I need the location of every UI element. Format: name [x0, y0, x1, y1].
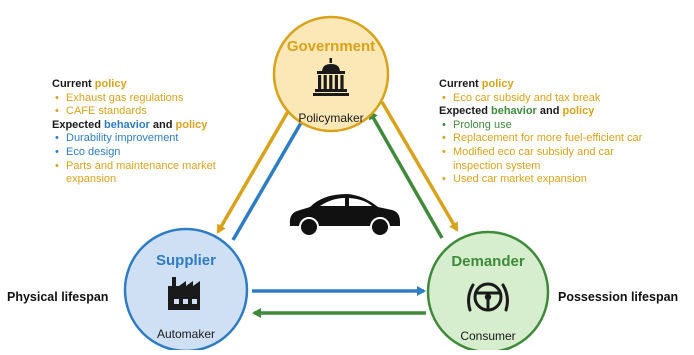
- right-policy-block: Current policy Eco car subsidy and tax b…: [439, 78, 642, 187]
- node-demander-title: Demander: [451, 253, 525, 270]
- left-expected-heading: Expected behavior and policy: [52, 118, 208, 131]
- node-demander-subtitle: Consumer: [460, 329, 515, 343]
- node-supplier-title: Supplier: [156, 252, 216, 269]
- government-building-icon: [313, 58, 349, 96]
- node-government-subtitle: Policymaker: [298, 111, 363, 125]
- list-item: Eco design: [52, 146, 216, 160]
- right-current-policy-list: Eco car subsidy and tax break: [439, 92, 642, 106]
- list-item: Used car market expansion: [439, 173, 642, 187]
- node-government: Government Policymaker: [272, 15, 390, 133]
- right-expected-heading: Expected behavior and policy: [439, 105, 595, 118]
- possession-lifespan-label: Possession lifespan: [558, 290, 679, 304]
- steering-wheel-icon: [467, 282, 509, 312]
- list-item: Prolong use: [439, 119, 642, 133]
- right-expected-list: Prolong use Replacement for more fuel-ef…: [439, 119, 642, 187]
- arrow-government-to-demander: [380, 101, 459, 232]
- physical-lifespan-label: Physical lifespan: [7, 290, 109, 304]
- node-demander: Demander Consumer: [426, 230, 550, 354]
- arrow-demander-to-government: [368, 110, 444, 239]
- right-current-policy-heading: Current policy: [439, 78, 514, 90]
- left-policy-block: Current policy Exhaust gas regulations C…: [52, 78, 216, 187]
- left-current-policy-heading: Current policy: [52, 78, 127, 90]
- arrow-supplier-to-government: [231, 114, 307, 241]
- list-item: Replacement for more fuel-efficient car: [439, 132, 642, 146]
- list-item: CAFE standards: [52, 105, 216, 119]
- arrow-government-to-supplier: [216, 107, 292, 234]
- list-item: Durability improvement: [52, 132, 216, 146]
- list-item: Exhaust gas regulations: [52, 92, 216, 106]
- node-supplier-subtitle: Automaker: [157, 327, 215, 341]
- car-icon: [289, 194, 400, 237]
- node-government-title: Government: [287, 38, 375, 55]
- left-current-policy-list: Exhaust gas regulations CAFE standards: [52, 92, 216, 119]
- factory-icon: [168, 277, 200, 310]
- list-item: Eco car subsidy and tax break: [439, 92, 642, 106]
- left-expected-list: Durability improvement Eco design Parts …: [52, 132, 216, 186]
- node-supplier: Supplier Automaker: [123, 227, 249, 353]
- list-item: Modified eco car subsidy and carinspecti…: [439, 146, 642, 173]
